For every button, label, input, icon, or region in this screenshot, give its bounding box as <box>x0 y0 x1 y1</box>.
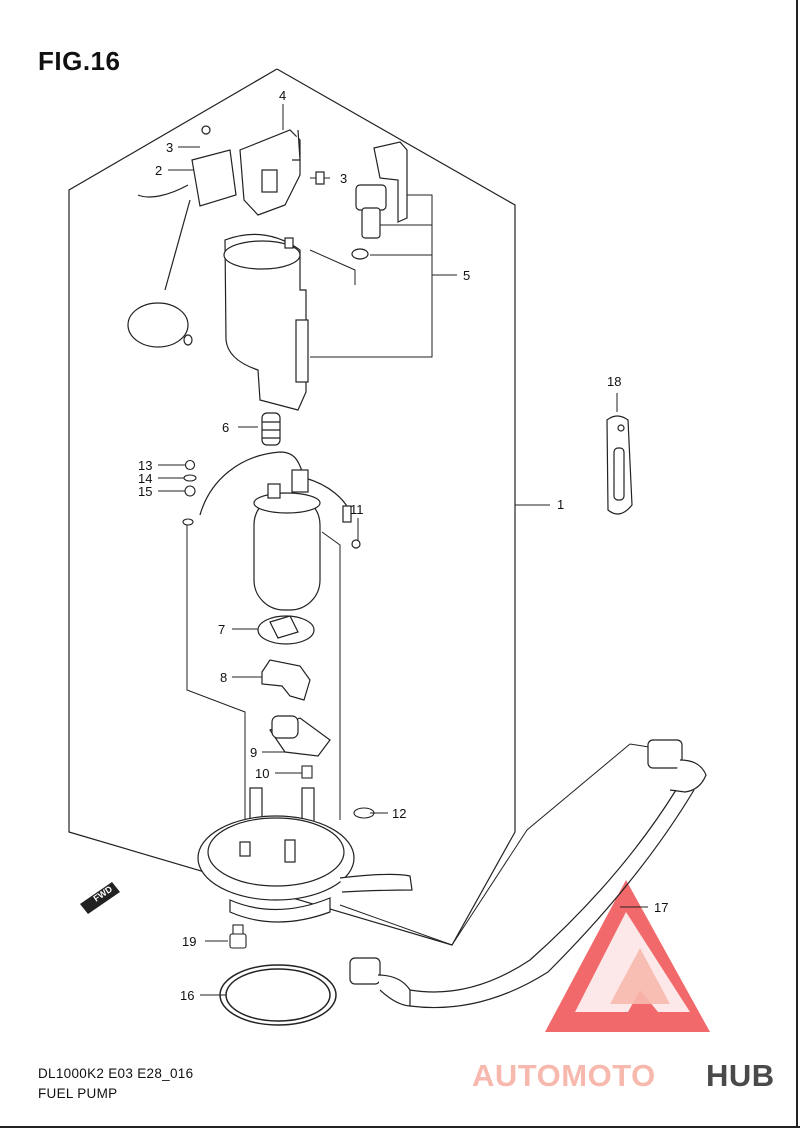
frame-border-right <box>796 0 798 1128</box>
callout-2: 2 <box>155 163 162 178</box>
bracket-plate-part <box>261 659 311 701</box>
fuel-hose-part <box>349 739 707 1009</box>
watermark-text-secondary: HUB <box>706 1058 775 1093</box>
callout-15: 15 <box>138 484 152 499</box>
fuel-pump-motor-part <box>199 451 361 611</box>
callout-11: 11 <box>350 502 364 517</box>
callout-10: 10 <box>255 766 269 781</box>
callout-18: 18 <box>607 374 621 389</box>
callout-5: 5 <box>463 268 470 283</box>
callout-14: 14 <box>138 471 152 486</box>
callout-1: 1 <box>557 497 564 512</box>
pump-housing-part <box>223 233 309 411</box>
callout-3a: 3 <box>166 140 173 155</box>
damper-part <box>261 412 281 446</box>
callout-12: 12 <box>392 806 406 821</box>
figure-caption: FUEL PUMP <box>38 1086 118 1101</box>
callout-17: 17 <box>654 900 668 915</box>
model-code: DL1000K2 E03 E28_016 <box>38 1066 194 1081</box>
callout-19: 19 <box>182 934 196 949</box>
o-ring-part <box>353 807 375 819</box>
callout-13: 13 <box>138 458 152 473</box>
strap-part <box>606 415 633 515</box>
fwd-arrow-icon: FWD <box>80 882 120 914</box>
gasket-part <box>219 964 337 1026</box>
callout-6: 6 <box>222 420 229 435</box>
base-plate-part <box>197 787 413 923</box>
watermark-text-primary: AUTOMOTO <box>472 1058 656 1093</box>
nut-washer-parts <box>182 459 197 526</box>
callout-3b: 3 <box>340 171 347 186</box>
frame-border-bottom <box>0 1126 800 1128</box>
figure-title: FIG.16 <box>38 46 121 76</box>
callout-8: 8 <box>220 670 227 685</box>
clip-part <box>301 765 313 779</box>
filter-ring-part <box>257 615 315 645</box>
strainer-part <box>269 715 331 757</box>
sender-bracket-part <box>127 125 325 348</box>
callout-9: 9 <box>250 745 257 760</box>
pressure-regulator-part <box>351 141 408 260</box>
callout-16: 16 <box>180 988 194 1003</box>
callout-7: 7 <box>218 622 225 637</box>
watermark-logo-icon <box>545 880 710 1032</box>
callout-4: 4 <box>279 88 286 103</box>
bolt-part <box>229 924 247 949</box>
